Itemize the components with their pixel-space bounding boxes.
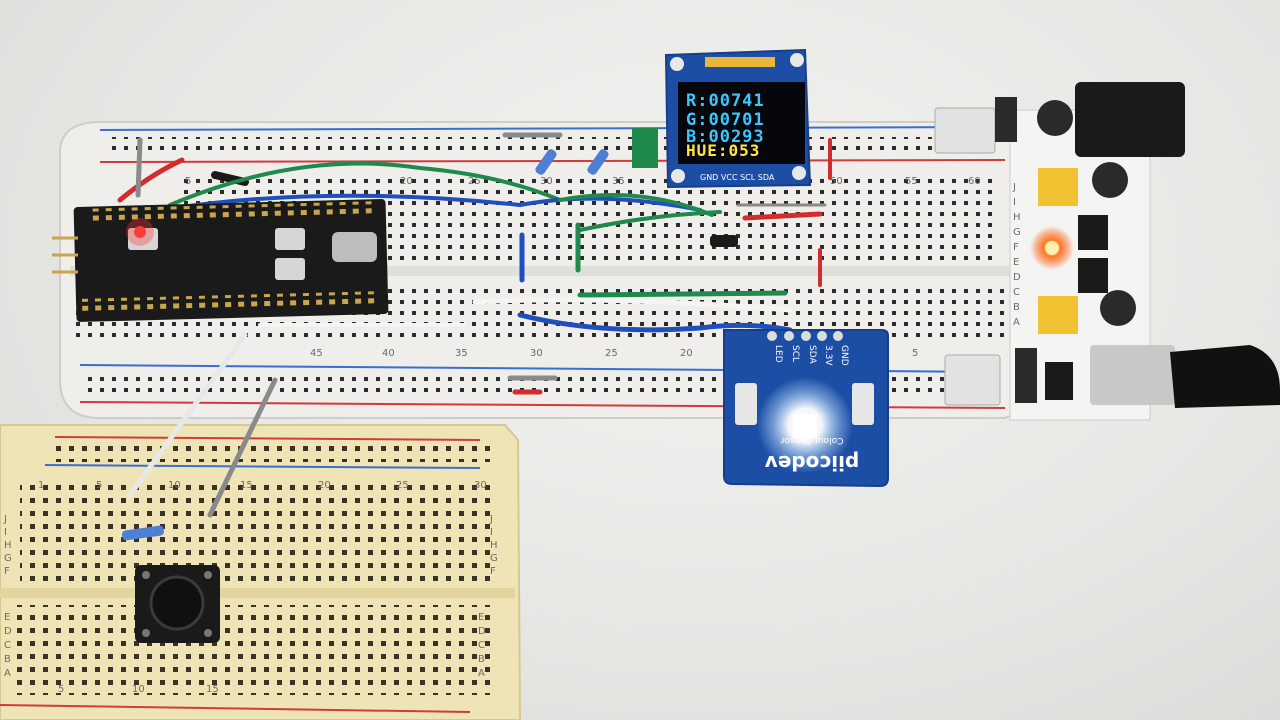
colour-sensor-module [723, 329, 889, 488]
bb-lower-number: 20 [680, 348, 693, 359]
sensor-labels: LED SCL SDA 3.3V GND piicodev Colour Sensor [765, 345, 860, 475]
sbb-column-number: 20 [318, 480, 331, 491]
sbb-row-letter-right: A [478, 668, 485, 679]
bb-column-number: 55 [905, 176, 918, 187]
sbb-row-letter: A [4, 668, 11, 679]
oled-pcb-label: GND VCC SCL SDA [700, 173, 775, 182]
sbb-row-letter-right: I [490, 527, 493, 538]
mcu-board [52, 199, 389, 322]
sensor-pin-label-led: LED [773, 345, 783, 363]
sbb-row-letter: F [4, 566, 10, 577]
sbb-row-letter: G [4, 553, 12, 564]
bb-row-letter: B [1013, 302, 1020, 313]
sbb-row-letter-right: C [478, 640, 485, 651]
sbb-column-number: 10 [168, 480, 181, 491]
bb-lower-number: 30 [530, 348, 543, 359]
sbb-row-letter-right: J [489, 514, 493, 525]
sbb-column-number: 5 [96, 480, 102, 491]
sbb-column-number: 15 [240, 480, 253, 491]
oled-line-3: B:00293 [686, 127, 765, 147]
oled-module [632, 48, 812, 189]
bb-row-letter: J [1012, 182, 1016, 193]
sbb-bottom-number: 15 [206, 684, 219, 695]
bb-lower-number: 25 [605, 348, 618, 359]
sbb-row-letter: H [4, 540, 12, 551]
jumper-wires [117, 132, 832, 518]
sbb-row-letter: E [4, 612, 10, 623]
sensor-pin-label-33v: 3.3V [823, 345, 833, 366]
bb-row-letter: C [1013, 287, 1020, 298]
bb-lower-number: 5 [912, 348, 918, 359]
sbb-row-letter: D [4, 626, 12, 637]
bb-row-letter: E [1013, 257, 1019, 268]
bb-column-number: 60 [968, 176, 981, 187]
oled-pcb-pin-label: GND VCC SCL SDA [700, 173, 775, 182]
push-button [135, 565, 220, 643]
sensor-brand: piicodev [765, 451, 860, 475]
sensor-subtitle: Colour Sensor [780, 435, 843, 445]
resistors [122, 149, 738, 541]
bb-column-number: 35 [612, 176, 625, 187]
sbb-row-letter-right: H [490, 540, 498, 551]
bb-row-letter: H [1013, 212, 1021, 223]
bb-column-number: 20 [400, 176, 413, 187]
sensor-pin-label-scl: SCL [790, 345, 800, 362]
bb-column-number: 30 [540, 176, 553, 187]
sbb-row-letter: B [4, 654, 11, 665]
sbb-row-letter: C [4, 640, 11, 651]
sbb-column-number: 1 [38, 480, 44, 491]
sbb-row-letter: I [4, 527, 7, 538]
power-module [934, 82, 1280, 421]
small-breadboard [0, 424, 522, 720]
bb-row-letter: F [1013, 242, 1019, 253]
oled-line-2: G:00701 [686, 110, 765, 130]
sbb-row-letter-right: D [478, 626, 486, 637]
bb-column-number: 25 [468, 176, 481, 187]
sensor-pin-label-gnd: GND [839, 345, 849, 366]
oled-line-1: R:00741 [686, 91, 765, 111]
bb-lower-number: 35 [455, 348, 468, 359]
sbb-column-number: 25 [396, 480, 409, 491]
sbb-row-letter-right: G [490, 553, 498, 564]
sbb-row-letter: J [3, 514, 7, 525]
sbb-row-letter-right: B [478, 654, 485, 665]
bb-row-letter: I [1013, 197, 1016, 208]
sbb-column-number: 30 [474, 480, 487, 491]
sbb-bottom-number: 10 [132, 684, 145, 695]
bb-lower-number: 40 [382, 348, 395, 359]
bb-column-number: 50 [830, 176, 843, 187]
sbb-row-letter-right: F [490, 566, 496, 577]
sensor-pin-label-sda: SDA [807, 345, 817, 364]
sbb-bottom-number: 5 [58, 684, 64, 695]
bb-row-letter: G [1013, 227, 1021, 238]
bb-row-letter: A [1013, 317, 1020, 328]
oled-line-4: HUE:053 [686, 141, 760, 160]
bb-column-number: 5 [185, 176, 191, 187]
sbb-row-letter-right: E [478, 612, 484, 623]
bb-lower-number: 45 [310, 348, 323, 359]
bb-row-letter: D [1013, 272, 1021, 283]
